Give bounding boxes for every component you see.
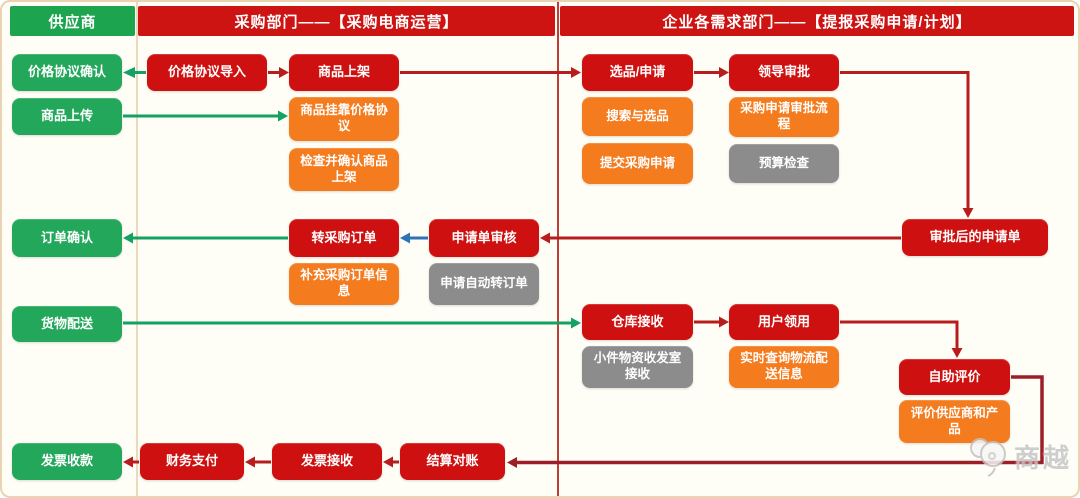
node-convert-purchase-order: 转采购订单 [289,219,399,257]
node-approval-workflow: 采购申请审批流程 [729,97,839,137]
arrow-select-to-approval [694,67,729,78]
lane-divider-right [557,2,559,496]
node-check-confirm-onshelf: 检查并确认商品上架 [289,148,399,191]
node-price-agreement-import: 价格协议导入 [147,54,267,91]
arrow-approval-to-approved [840,71,974,218]
node-settlement-reconcile: 结算对账 [400,443,505,480]
lane-header-purchasing: 采购部门——【采购电商运营】 [138,6,555,36]
node-request-review: 申请单审核 [429,219,539,257]
node-submit-purchase-request: 提交采购申请 [582,143,693,184]
node-supplement-order-info: 补充采购订单信息 [289,263,399,305]
arrow-import-to-confirm [123,67,146,78]
node-invoice-collection: 发票收款 [12,443,122,480]
node-goods-onshelf: 商品上架 [289,54,399,91]
cloud-logo-icon [969,438,1006,477]
node-order-confirm: 订单确认 [12,219,122,257]
node-self-evaluation: 自助评价 [899,359,1010,395]
node-approved-request: 审批后的申请单 [902,219,1048,256]
node-user-claim: 用户领用 [729,304,839,340]
node-budget-check: 预算检查 [729,144,839,183]
node-leader-approval: 领导审批 [729,54,839,91]
arrow-approved-to-review [540,232,901,244]
arrow-import-to-onshelf [268,67,289,78]
arrow-onshelf-to-select [400,67,581,78]
arrow-claim-to-evaluation [840,320,963,358]
node-finance-payment: 财务支付 [140,443,244,480]
node-warehouse-receive: 仓库接收 [582,304,693,340]
node-invoice-receive: 发票接收 [272,443,382,480]
arrow-settlement-to-invoicereceive [383,456,399,468]
watermark-text: 商越 [1013,442,1072,473]
lane-divider-left [136,2,138,496]
arrow-invoicereceive-to-payment [245,456,271,468]
node-goods-upload: 商品上传 [12,98,122,135]
lane-header-departments: 企业各需求部门——【提报采购申请/计划】 [560,6,1074,36]
node-goods-delivery: 货物配送 [12,306,122,342]
watermark: 商越 [962,434,1072,478]
node-logistics-query: 实时查询物流配送信息 [729,346,839,388]
node-goods-link-price: 商品挂靠价格协议 [289,97,399,141]
arrow-review-to-convert [400,232,428,244]
node-price-agreement-confirm: 价格协议确认 [12,54,122,91]
node-search-and-select: 搜索与选品 [582,97,693,136]
node-request-auto-convert: 申请自动转订单 [429,263,539,305]
arrow-warehouse-to-claim [694,316,729,328]
node-select-apply: 选品/申请 [582,54,693,91]
arrow-convert-to-orderconfirm [123,232,288,244]
node-small-goods-room: 小件物资收发室接收 [582,346,693,388]
lane-header-supplier: 供应商 [10,6,135,36]
arrow-upload-to-link [123,110,288,122]
arrow-delivery-to-warehouse [123,317,581,329]
